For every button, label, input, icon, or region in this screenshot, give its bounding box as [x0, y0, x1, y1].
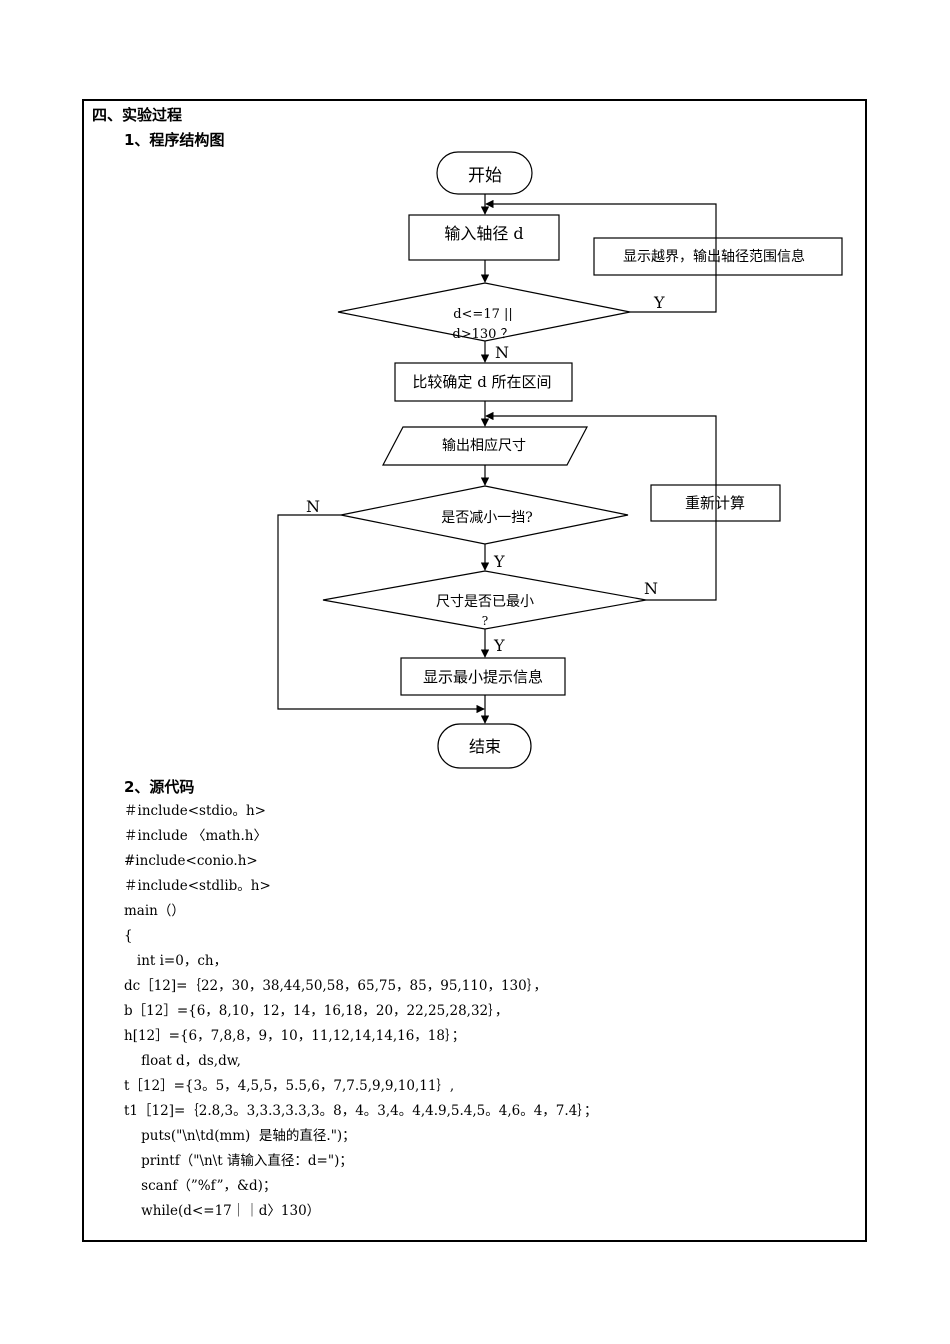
subsection-structure-chart: 1、程序结构图 — [124, 131, 225, 149]
label-n-not-min: N — [644, 579, 658, 598]
min-size-line1: 尺寸是否已最小 — [436, 594, 534, 610]
out-of-range-node — [593, 237, 843, 276]
subsection-source-code: 2、源代码 — [124, 778, 195, 796]
show-min-node — [400, 657, 566, 696]
code-line: int i=0，ch， — [124, 953, 228, 969]
reduce-label: 是否减小一挡? — [441, 510, 533, 526]
label-y-out-of-range: Y — [653, 293, 665, 312]
code-line: h[12］={6，7,8,8，9，10，11,12,14,14,16，18｝； — [124, 1028, 466, 1044]
show-min-label: 显示最小提示信息 — [423, 668, 543, 686]
label-y-min: Y — [493, 636, 505, 655]
content-frame — [82, 99, 867, 1242]
code-line: t［12］={3。5，4,5,5，5.5,6，7,7.5,9,9,10,11｝, — [124, 1078, 455, 1094]
out-of-range-label: 显示越界，输出轴径范围信息 — [623, 248, 805, 265]
arrow-out-of-range-loop — [485, 199, 717, 313]
section-title: 四、实验过程 — [92, 106, 183, 124]
code-line: #include<conio.h> — [124, 853, 258, 869]
code-line: ＃include<stdlib。h> — [124, 878, 271, 894]
input-node — [408, 214, 560, 261]
code-line: b［12］={6，8,10，12，14，16,18，20，22,25,28,32… — [124, 1003, 509, 1019]
code-line: puts("\n\td(mm) 是轴的直径.")； — [124, 1128, 356, 1144]
code-line: ＃include<stdio。h> — [124, 803, 266, 819]
range-check-line1: d<=17 || — [453, 307, 513, 322]
code-line: main（） — [124, 903, 185, 919]
compare-label: 比较确定 d 所在区间 — [412, 373, 551, 391]
arrow-recalc-loop — [485, 411, 717, 601]
range-check-line2: d>130 ？ — [452, 327, 513, 342]
arrow-reduce-no-to-end — [277, 514, 485, 714]
code-line: float d，ds,dw, — [124, 1053, 241, 1069]
code-line: while(d<=17｜｜d〉130） — [124, 1203, 321, 1219]
code-line: ＃include 〈math.h〉 — [124, 828, 267, 844]
output-size-node — [382, 426, 588, 466]
recalc-label: 重新计算 — [685, 494, 745, 512]
label-n-in-range: N — [495, 343, 509, 362]
code-line: scanf（”%f”，&d)； — [124, 1178, 277, 1194]
code-line: dc［12]=｛22，30，38,44,50,58，65,75，85，95,11… — [124, 978, 547, 994]
code-line: printf（"\n\t 请输入直径：d=")； — [124, 1153, 353, 1169]
compare-node — [394, 362, 573, 402]
start-label: 开始 — [468, 166, 502, 186]
code-line: t1［12]=｛2.8,3。3,3.3,3.3,3。8，4。3,4。4,4.9,… — [124, 1103, 598, 1119]
code-line: { — [124, 928, 133, 944]
flowchart: 开始 输入轴径 d 显示越界，输出轴径范围信息 d<=17 || d>130 ？… — [277, 151, 843, 769]
output-size-label: 输出相应尺寸 — [442, 437, 526, 454]
end-node — [437, 723, 532, 769]
input-label: 输入轴径 d — [444, 224, 523, 243]
end-label: 结束 — [469, 737, 501, 756]
label-n-no-reduce: N — [306, 497, 320, 516]
label-y-reduce: Y — [493, 552, 505, 571]
min-size-line2: ? — [482, 614, 488, 628]
